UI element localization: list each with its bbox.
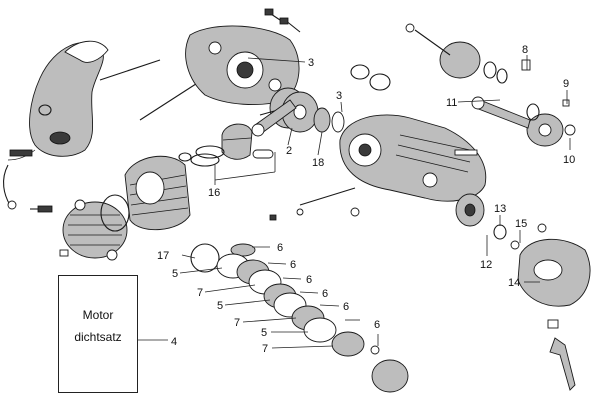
crankcase-right bbox=[339, 114, 487, 202]
clutch-cover bbox=[517, 223, 591, 329]
clutch-pack bbox=[190, 243, 409, 393]
callout-5: 5 bbox=[217, 300, 223, 312]
piston-pin bbox=[252, 149, 274, 159]
callout-9: 9 bbox=[563, 78, 569, 90]
callout-labels: 3 8 9 11 10 2 18 3 16 13 15 12 14 17 6 5… bbox=[157, 44, 575, 355]
seal-ring bbox=[350, 64, 370, 80]
callout-18: 18 bbox=[312, 157, 324, 169]
oil-seal bbox=[331, 111, 345, 133]
callout-11: 11 bbox=[446, 97, 457, 109]
cylinder-head bbox=[62, 199, 128, 261]
callout-3b: 3 bbox=[336, 90, 342, 102]
nuts-washers bbox=[269, 149, 478, 221]
seal-ring bbox=[493, 224, 507, 240]
callout-6: 6 bbox=[277, 242, 283, 254]
callout-14: 14 bbox=[508, 277, 520, 289]
callout-7: 7 bbox=[262, 343, 268, 355]
kickstart-lever bbox=[549, 337, 576, 391]
callout-5: 5 bbox=[172, 268, 178, 280]
callout-6: 6 bbox=[374, 319, 380, 331]
piston-ring bbox=[190, 153, 220, 167]
nut bbox=[59, 249, 69, 257]
cylinder bbox=[124, 155, 191, 231]
crank-web-assembly bbox=[405, 23, 576, 147]
flywheel-cover bbox=[7, 40, 161, 161]
leader-lines bbox=[138, 55, 571, 349]
callout-7: 7 bbox=[234, 317, 240, 329]
callout-8: 8 bbox=[522, 44, 528, 56]
connecting-rod bbox=[251, 99, 297, 137]
piston-ring bbox=[195, 145, 225, 159]
callout-2: 2 bbox=[286, 145, 292, 157]
washer bbox=[510, 240, 520, 250]
callout-6: 6 bbox=[290, 259, 296, 271]
seal-ring bbox=[369, 73, 391, 91]
callout-7: 7 bbox=[197, 287, 203, 299]
callout-13: 13 bbox=[494, 203, 506, 215]
control-cable bbox=[2, 164, 17, 210]
crankcase-left bbox=[185, 25, 300, 106]
piston bbox=[221, 123, 253, 160]
callout-15: 15 bbox=[515, 218, 527, 230]
gasket-kit-label-line1: Motor bbox=[82, 308, 114, 322]
callout-6: 6 bbox=[322, 288, 328, 300]
callout-17: 17 bbox=[157, 250, 169, 262]
callout-6: 6 bbox=[343, 301, 349, 313]
callout-4: 4 bbox=[171, 336, 177, 348]
callout-10: 10 bbox=[563, 154, 575, 166]
gasket-kit-label: Motor dichtsatz bbox=[59, 304, 137, 348]
callout-3: 3 bbox=[308, 57, 314, 69]
case-stud bbox=[299, 187, 356, 206]
gasket-kit-box: Motor dichtsatz bbox=[58, 275, 138, 393]
callout-12: 12 bbox=[480, 259, 492, 271]
callout-5: 5 bbox=[261, 327, 267, 339]
crank-bearing bbox=[313, 107, 331, 133]
spark-plug bbox=[30, 205, 53, 213]
callout-16: 16 bbox=[208, 187, 220, 199]
callout-6: 6 bbox=[306, 274, 312, 286]
studs bbox=[264, 8, 301, 33]
gasket-kit-label-line2: dichtsatz bbox=[74, 330, 122, 344]
clutch-hub bbox=[455, 193, 485, 227]
circlip bbox=[178, 152, 192, 162]
